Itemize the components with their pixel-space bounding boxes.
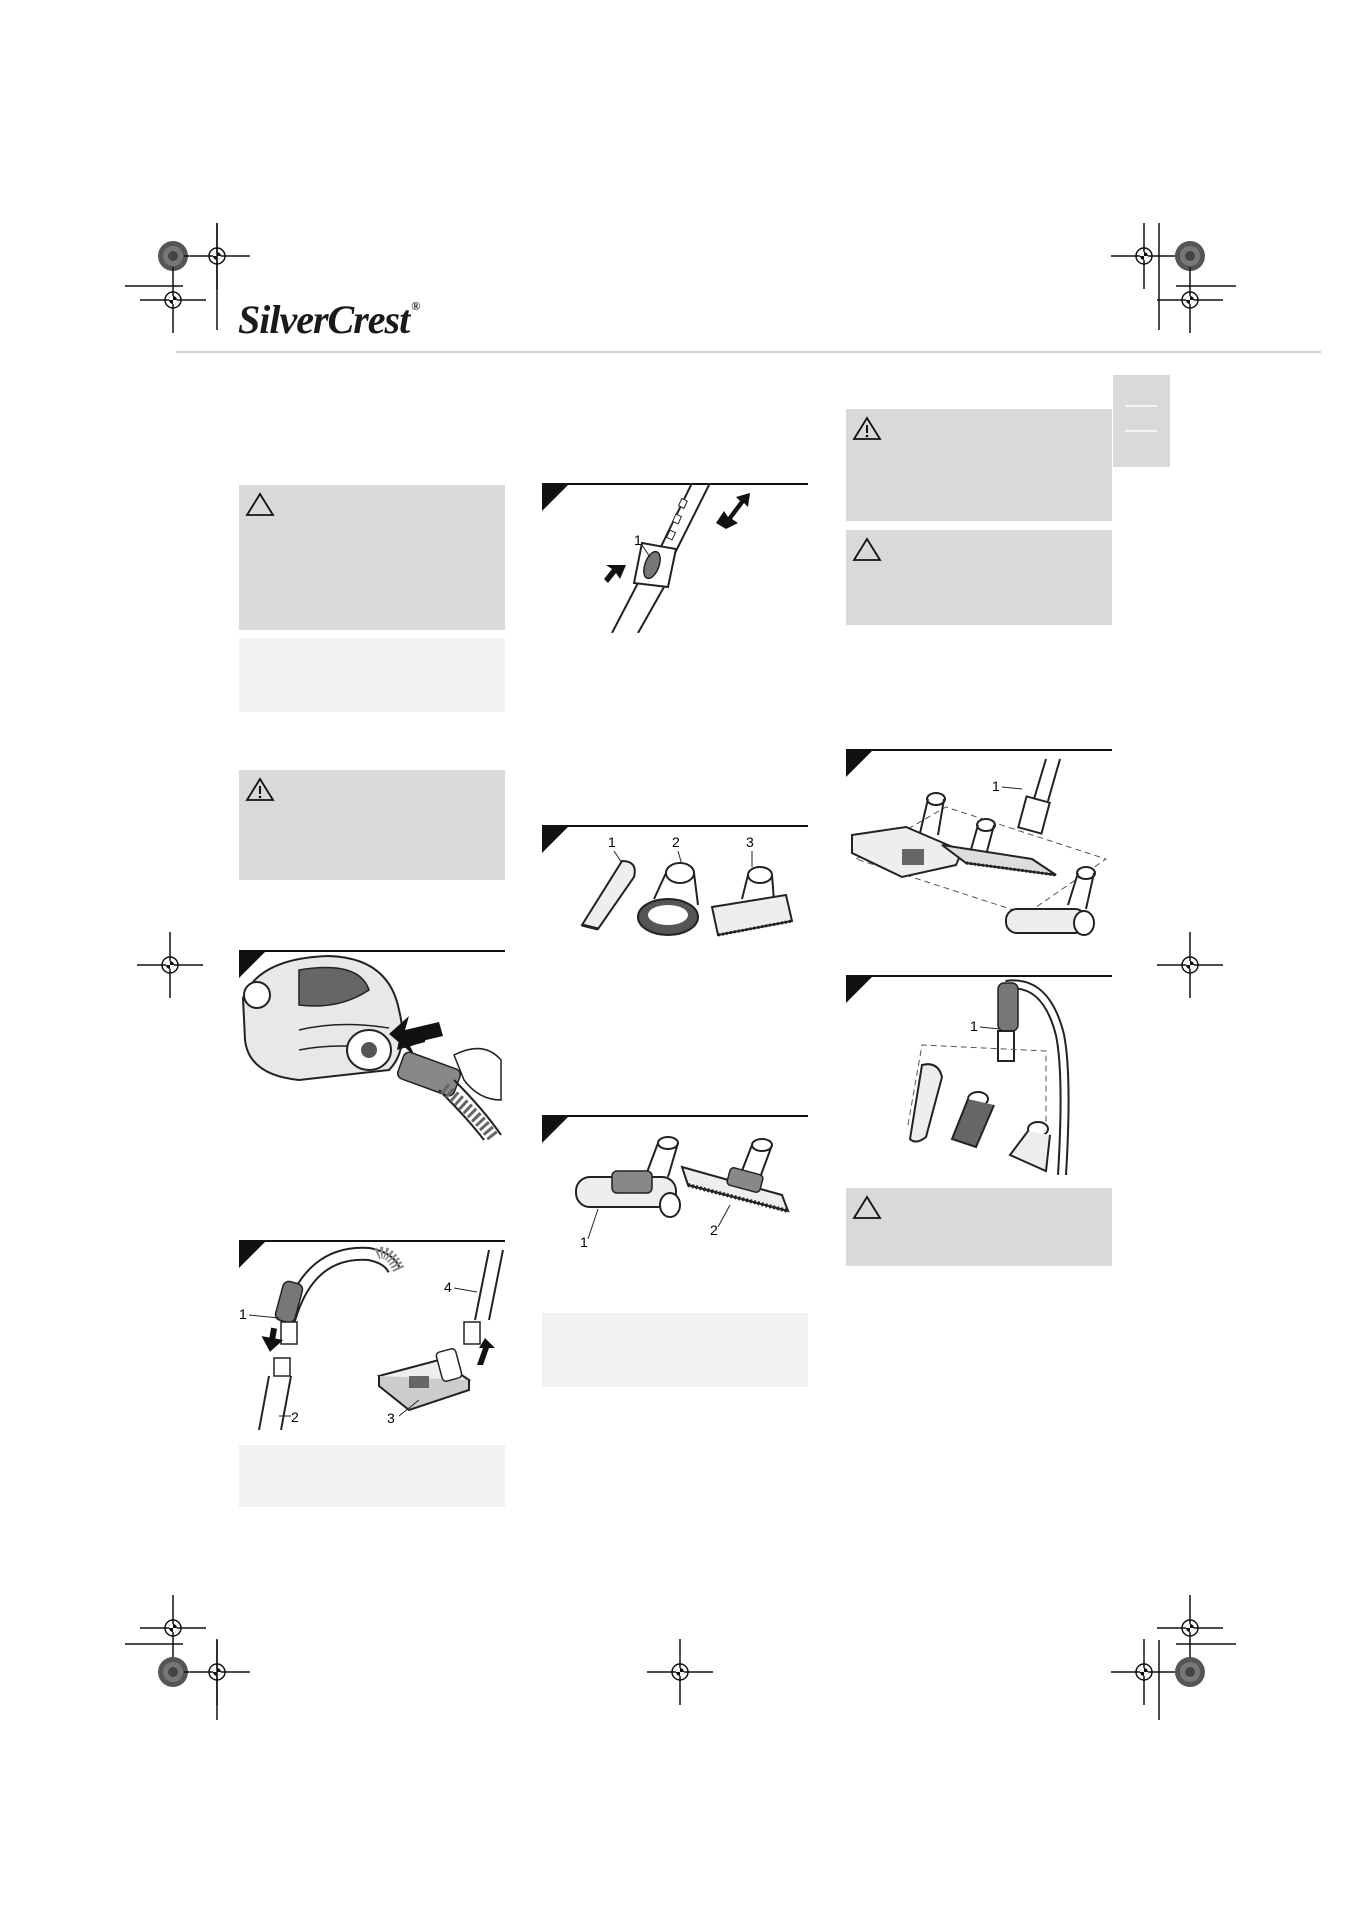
registration-mark-icon: [1110, 222, 1178, 290]
callout-1: 1: [634, 532, 642, 548]
color-target-icon: [158, 1657, 188, 1687]
callout-1: 1: [992, 778, 1000, 794]
brand-name: SilverCrest: [238, 297, 410, 342]
tube-release-drawing: 1: [604, 483, 750, 633]
warning-box: [846, 530, 1112, 625]
note-box: [542, 1313, 808, 1387]
registration-mark-icon: [139, 1594, 207, 1662]
caution-triangle-icon: [852, 1195, 882, 1219]
callout-3: 3: [746, 834, 754, 850]
callout-1: 1: [580, 1234, 588, 1250]
figure-floor-brushes: 1 2: [542, 1115, 808, 1265]
warning-box: [846, 1188, 1112, 1266]
registration-mark-icon: [646, 1638, 714, 1706]
registration-mark-icon: [1156, 931, 1224, 999]
caution-triangle-icon: [852, 537, 882, 561]
note-box: [239, 638, 505, 712]
callout-4: 4: [444, 1279, 452, 1295]
language-tab: [1113, 375, 1170, 467]
figure-corner: [846, 975, 874, 1003]
figure-rule: [239, 1240, 505, 1242]
figure-rule: [542, 1115, 808, 1117]
figure-corner: [542, 825, 570, 853]
hose-connection-drawing: [241, 954, 502, 1142]
warning-box: [239, 485, 505, 630]
callout-3: 3: [387, 1410, 395, 1426]
figure-accessories: 1 2 3: [542, 825, 808, 945]
registration-mark-icon: [1156, 266, 1224, 334]
figure-corner: [239, 1240, 267, 1268]
figure-tube-release: 1: [542, 483, 808, 633]
tab-line: [1125, 430, 1157, 432]
figure-hose-connection: [239, 950, 505, 1148]
figure-corner: [542, 483, 570, 511]
warning-triangle-icon: [852, 416, 882, 440]
figure-corner: [542, 1115, 570, 1143]
callout-2: 2: [291, 1409, 299, 1425]
figure-tool-change: 1: [846, 975, 1112, 1175]
registration-mark-icon: [136, 931, 204, 999]
figure-brush-change: 1: [846, 749, 1112, 945]
callout-2: 2: [672, 834, 680, 850]
registration-mark-icon: [139, 266, 207, 334]
figure-rule: [239, 950, 505, 952]
warning-box: [239, 770, 505, 880]
header-rule: [176, 351, 1321, 353]
note-box: [239, 1445, 505, 1507]
color-target-icon: [158, 241, 188, 271]
registered-mark: ®: [411, 299, 420, 313]
figure-rule: [846, 749, 1112, 751]
brand-logo: SilverCrest®: [238, 297, 420, 342]
caution-triangle-icon: [245, 492, 275, 516]
accessories-drawing: 1 2 3: [580, 834, 794, 937]
figure-rule: [846, 975, 1112, 977]
figure-rule: [542, 825, 808, 827]
callout-1: 1: [608, 834, 616, 850]
brush-change-drawing: 1: [851, 758, 1108, 936]
callout-2: 2: [710, 1222, 718, 1238]
floor-brushes-drawing: 1 2: [575, 1136, 790, 1250]
callout-1: 1: [239, 1306, 247, 1322]
warning-box: [846, 409, 1112, 521]
callout-1: 1: [970, 1018, 978, 1034]
tab-line: [1125, 405, 1157, 407]
figure-hose-assembly: 1 2 4 3: [239, 1240, 505, 1430]
registration-mark-icon: [1156, 1594, 1224, 1662]
figure-corner: [846, 749, 874, 777]
registration-mark-icon: [1110, 1638, 1178, 1706]
color-target-icon: [1175, 241, 1205, 271]
tool-change-drawing: 1: [907, 979, 1070, 1175]
figure-rule: [542, 483, 808, 485]
color-target-icon: [1175, 1657, 1205, 1687]
warning-triangle-icon: [245, 777, 275, 801]
hose-assembly-drawing: 1 2 4 3: [239, 1246, 504, 1430]
